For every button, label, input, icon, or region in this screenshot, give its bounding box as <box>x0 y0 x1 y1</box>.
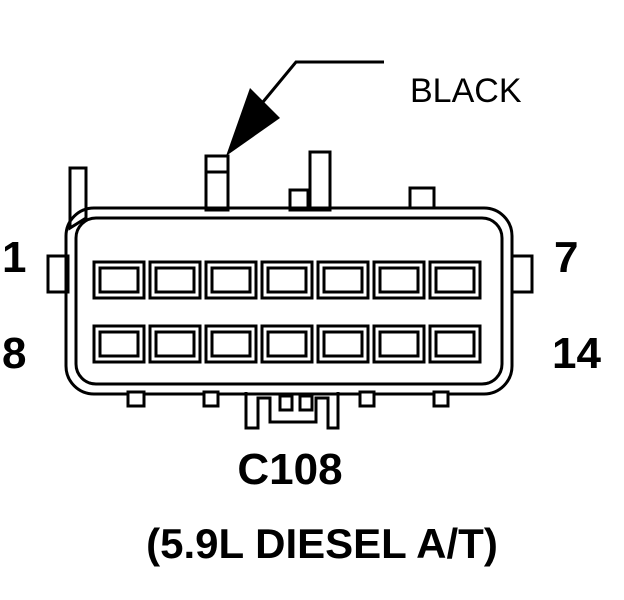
wire-color-label: BLACK <box>410 72 522 110</box>
pin-label-14: 14 <box>552 329 601 378</box>
connector-name: C108 <box>237 445 342 494</box>
pin-label-7: 7 <box>554 233 578 282</box>
cavity-10 <box>204 324 258 364</box>
cavity-7 <box>428 260 482 300</box>
cavity-3 <box>204 260 258 300</box>
connector-variant: (5.9L DIESEL A/T) <box>146 520 498 567</box>
pin-label-1: 1 <box>2 233 26 282</box>
bottom-lock-tab <box>244 392 340 430</box>
bottom-feet <box>126 390 450 408</box>
cavity-8 <box>92 324 146 364</box>
pin-label-8: 8 <box>2 329 26 378</box>
cavity-2 <box>148 260 202 300</box>
cavity-4 <box>260 260 314 300</box>
cavity-9 <box>148 324 202 364</box>
connector-housing <box>64 206 514 396</box>
side-ears <box>46 254 534 294</box>
cavity-14 <box>428 324 482 364</box>
cavity-13 <box>372 324 426 364</box>
cavity-5 <box>316 260 370 300</box>
cavity-1 <box>92 260 146 300</box>
callout-arrow <box>226 60 384 156</box>
cavity-6 <box>372 260 426 300</box>
cavity-11 <box>260 324 314 364</box>
cavity-grid <box>92 260 482 364</box>
cavity-12 <box>316 324 370 364</box>
